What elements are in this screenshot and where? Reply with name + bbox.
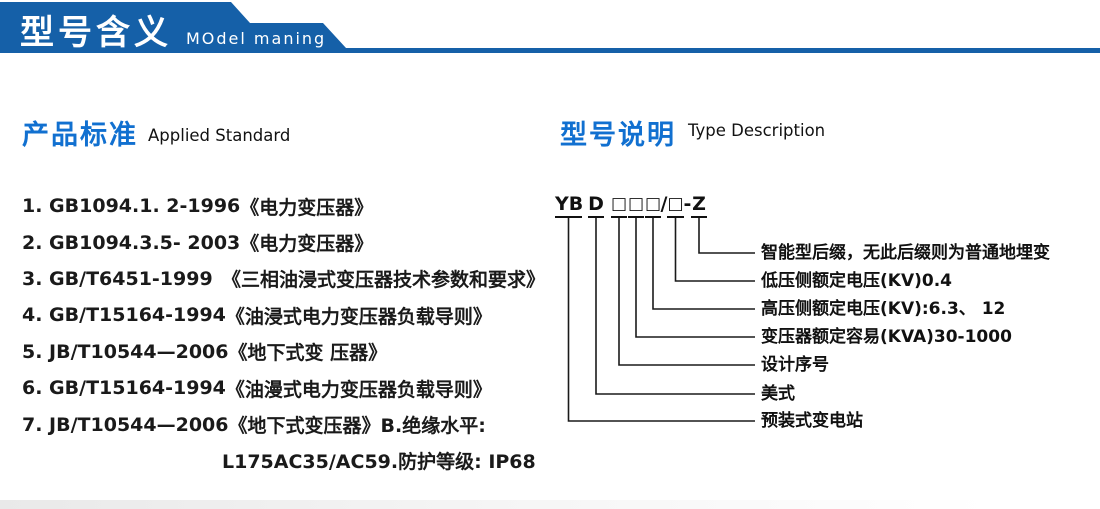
list-item-continuation: L175AC35/AC59.防护等级: IP68	[22, 443, 552, 479]
header-banner-shape	[0, 2, 1100, 53]
list-item: 5. JB/T10544—2006 《地下式变 压器》	[22, 334, 552, 370]
list-item: 6. GB/T15164-1994 《油漫式电力变压器负载导则》	[22, 370, 552, 406]
model-section-title: 型号说明	[560, 120, 676, 151]
standard-code: 1. GB1094.1. 2-1996	[22, 195, 241, 218]
standards-section-subtitle: Applied Standard	[148, 126, 291, 145]
standards-list: 1. GB1094.1. 2-1996 《电力变压器》 2. GB1094.3.…	[22, 188, 552, 479]
standard-title-continuation: L175AC35/AC59.防护等级: IP68	[222, 451, 536, 474]
standards-section-title: 产品标准	[22, 120, 138, 151]
page-title: 型号含义	[20, 13, 172, 53]
diagram-label-lv-voltage: 低压侧额定电压(KV)0.4	[761, 271, 952, 291]
code-unit-box4: □	[667, 194, 684, 218]
standard-code: 5. JB/T10544—2006	[22, 340, 229, 363]
standard-title: 《电力变压器》	[240, 233, 374, 256]
code-unit-box3: □	[645, 194, 661, 218]
list-item: 3. GB/T6451-1999 《三相油浸式变压器技术参数和要求》	[22, 261, 552, 297]
code-unit-d: D	[588, 194, 604, 218]
standard-title: 《地下式变压器》B.绝缘水平:	[228, 415, 486, 438]
standard-title: 《电力变压器》	[240, 196, 374, 219]
code-unit-box1: □	[611, 194, 627, 218]
standard-title: 《油漫式电力变压器负载导则》	[225, 378, 492, 401]
list-item: 4. GB/T15164-1994 《油浸式电力变压器负载导则》	[22, 297, 552, 333]
code-unit-yb: YB	[555, 194, 583, 218]
standard-code: 4. GB/T15164-1994	[22, 304, 226, 327]
standard-title: 《三相油浸式变压器技术参数和要求》	[222, 269, 546, 292]
list-item: 2. GB1094.3.5- 2003 《电力变压器》	[22, 224, 552, 260]
page-title-english: MOdel maning	[186, 29, 327, 48]
code-unit-slash: /	[660, 193, 668, 215]
standard-code: 7. JB/T10544—2006	[22, 413, 229, 436]
diagram-label-suffix: 智能型后缀，无此后缀则为普通地埋变	[761, 243, 1050, 263]
banner-polygon	[0, 2, 1100, 53]
diagram-label-capacity: 变压器额定容易(KVA)30-1000	[761, 327, 1012, 347]
bottom-fade-bar	[0, 500, 1100, 509]
list-item: 1. GB1094.1. 2-1996 《电力变压器》	[22, 188, 552, 224]
standard-code: 2. GB1094.3.5- 2003	[22, 231, 241, 254]
standard-code: 3. GB/T6451-1999	[22, 267, 213, 290]
model-section-subtitle: Type Description	[688, 121, 826, 140]
standard-code: 6. GB/T15164-1994	[22, 377, 226, 400]
list-item: 7. JB/T10544—2006 《地下式变压器》B.绝缘水平:	[22, 406, 552, 442]
code-unit-z: Z	[691, 194, 707, 218]
standard-title: 《地下式变 压器》	[228, 342, 388, 365]
diagram-label-prefab-substation: 预装式变电站	[761, 411, 863, 431]
diagram-label-design-serial: 设计序号	[761, 355, 829, 375]
code-unit-box2: □	[628, 194, 644, 218]
diagram-label-american-style: 美式	[761, 384, 795, 404]
standard-title: 《油浸式电力变压器负载导则》	[225, 305, 492, 328]
code-unit-dash: -	[683, 193, 692, 215]
diagram-label-hv-voltage: 高压侧额定电压(KV):6.3、 12	[761, 299, 1006, 319]
